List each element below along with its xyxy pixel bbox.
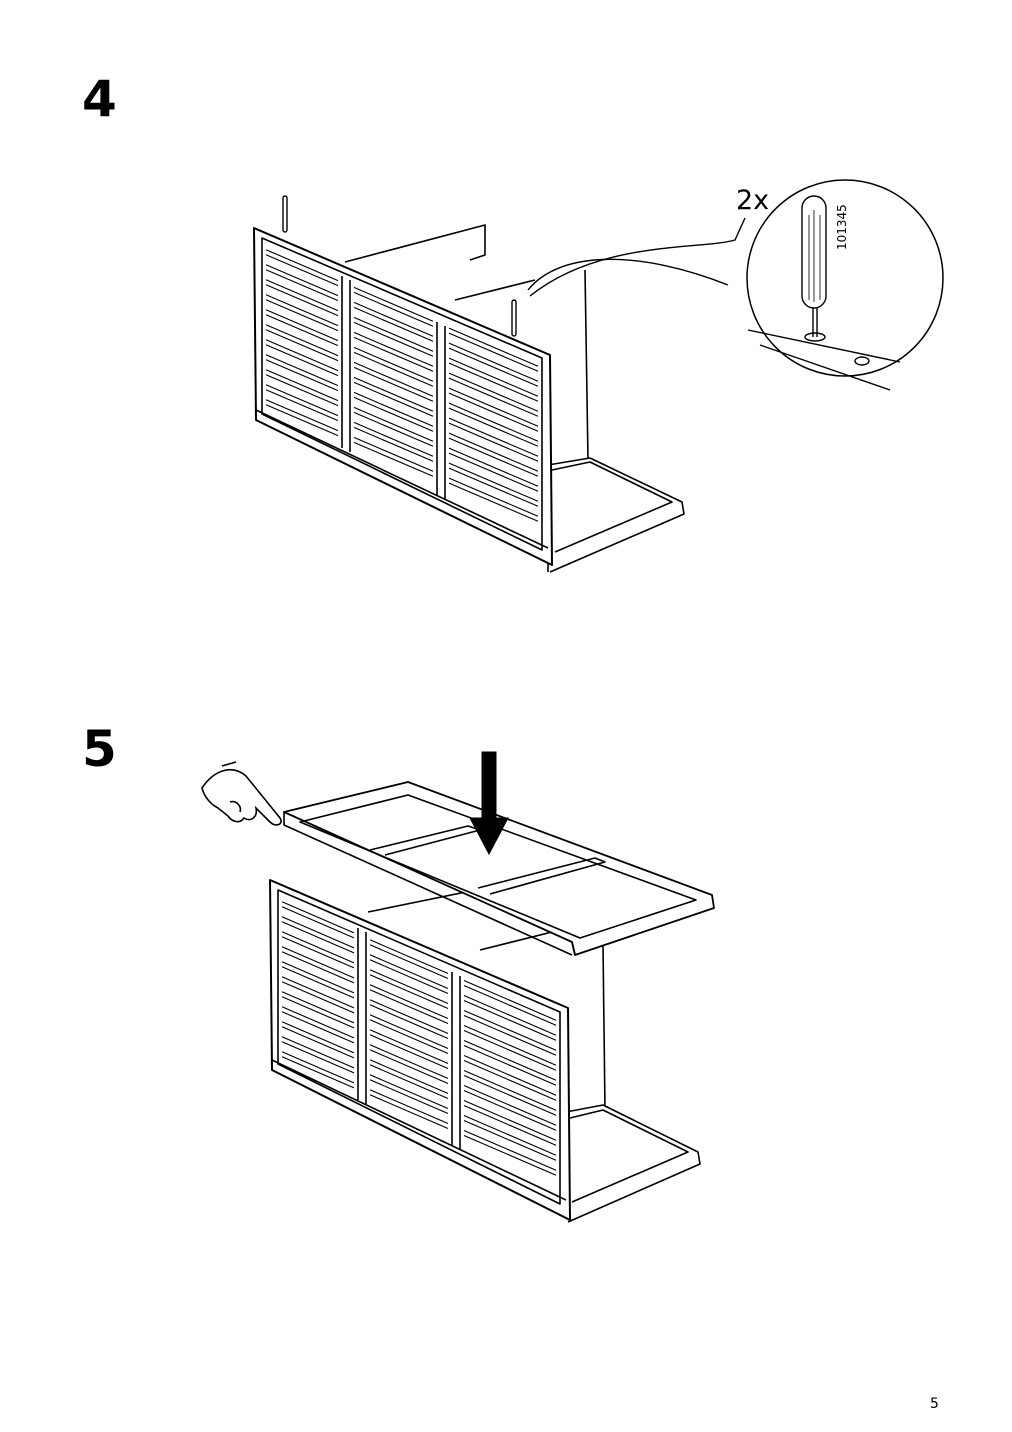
slat-line	[266, 295, 338, 331]
slat-line	[370, 1015, 448, 1054]
slat-line	[266, 385, 338, 421]
slat-line	[266, 265, 338, 301]
slat-line	[370, 1090, 448, 1129]
down-arrow-icon	[470, 752, 508, 854]
slat-line	[464, 1100, 556, 1145]
slat-line	[266, 280, 338, 316]
slat-line	[370, 1045, 448, 1084]
slat-line	[266, 400, 338, 436]
step-4-illustration: 2x 101345	[200, 160, 960, 600]
slat-line	[464, 1070, 556, 1115]
slat-line	[354, 392, 433, 431]
slat-line	[354, 302, 433, 341]
slat-line	[449, 463, 538, 506]
slat-line	[370, 1000, 448, 1039]
step-number: 4	[82, 70, 117, 128]
slat-line	[354, 317, 433, 356]
slat-line	[449, 478, 538, 521]
part-number: 101345	[835, 204, 849, 250]
slat-line	[282, 1007, 354, 1043]
step-5-illustration	[180, 740, 740, 1240]
slat-line	[266, 340, 338, 376]
slat-line	[449, 403, 538, 446]
step-number: 5	[82, 720, 117, 778]
slat-line	[354, 422, 433, 461]
slat-line	[370, 940, 448, 979]
slat-line	[464, 980, 556, 1025]
slat-line	[266, 325, 338, 361]
slat-line	[282, 902, 354, 938]
slat-line	[266, 355, 338, 391]
slat-line	[464, 1130, 556, 1175]
slat-line	[449, 328, 538, 371]
slat-line	[464, 1115, 556, 1160]
slat-line	[354, 332, 433, 371]
slat-line	[449, 433, 538, 476]
slat-line	[464, 995, 556, 1040]
slat-line	[354, 287, 433, 326]
pointing-hand-icon	[202, 762, 281, 825]
slat-line	[266, 310, 338, 346]
slat-line	[282, 1037, 354, 1073]
slat-line	[449, 448, 538, 491]
slat-line	[266, 370, 338, 406]
slat-line	[464, 1055, 556, 1100]
slat-line	[370, 985, 448, 1024]
slat-line	[464, 1040, 556, 1085]
slat-line	[354, 377, 433, 416]
slat-line	[370, 1030, 448, 1069]
slat-line	[282, 932, 354, 968]
slat-line	[464, 1085, 556, 1130]
slat-line	[449, 418, 538, 461]
slat-line	[354, 407, 433, 446]
slat-line	[449, 343, 538, 386]
slat-line	[282, 1022, 354, 1058]
slat-line	[282, 917, 354, 953]
slat-line	[282, 977, 354, 1013]
slat-line	[370, 955, 448, 994]
slat-line	[370, 1060, 448, 1099]
slat-line	[449, 388, 538, 431]
slat-line	[282, 992, 354, 1028]
page-number: 5	[930, 1396, 939, 1412]
slat-line	[354, 437, 433, 476]
slat-line	[266, 250, 338, 286]
slat-line	[354, 347, 433, 386]
slat-line	[282, 1052, 354, 1088]
slat-line	[354, 362, 433, 401]
dowel-icon	[512, 300, 516, 336]
slat-line	[464, 1010, 556, 1055]
slat-line	[282, 947, 354, 983]
quantity-label: 2x	[736, 185, 769, 216]
dowel-icon	[283, 196, 287, 232]
slat-line	[370, 1075, 448, 1114]
slat-line	[464, 1025, 556, 1070]
slat-line	[449, 358, 538, 401]
slat-line	[370, 970, 448, 1009]
slat-line	[282, 962, 354, 998]
slat-line	[449, 373, 538, 416]
